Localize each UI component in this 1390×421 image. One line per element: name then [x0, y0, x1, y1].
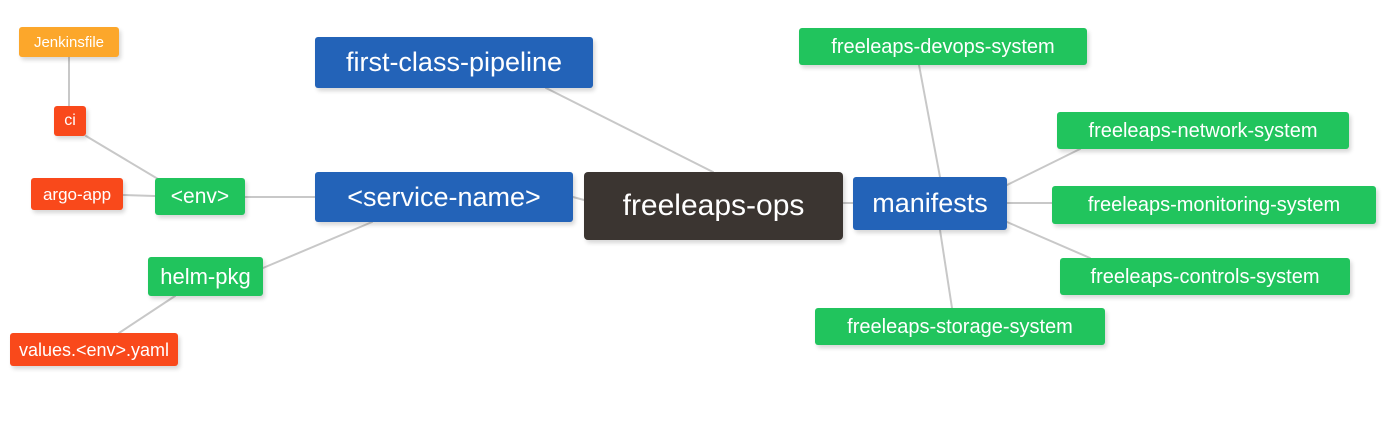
node-freeleaps-network-system[interactable]: freeleaps-network-system [1057, 112, 1349, 149]
node-env[interactable]: <env> [155, 178, 245, 215]
edge-values-env-yaml-to-helm-pkg [118, 295, 176, 334]
node-freeleaps-devops-system[interactable]: freeleaps-devops-system [799, 28, 1087, 65]
edge-manifests-to-freeleaps-controls-system [1006, 221, 1091, 259]
node-helm-pkg[interactable]: helm-pkg [148, 257, 263, 296]
node-freeleaps-controls-system[interactable]: freeleaps-controls-system [1060, 258, 1350, 295]
node-freeleaps-monitoring-system[interactable]: freeleaps-monitoring-system [1052, 186, 1376, 224]
edge-argo-app-to-env [122, 194, 156, 197]
node-values-env-yaml[interactable]: values.<env>.yaml [10, 333, 178, 366]
node-argo-app[interactable]: argo-app [31, 178, 123, 210]
node-first-class-pipeline[interactable]: first-class-pipeline [315, 37, 593, 88]
edge-manifests-to-freeleaps-devops-system [918, 64, 941, 178]
edge-helm-pkg-to-service-name [262, 221, 373, 269]
edge-ci-to-env [85, 135, 159, 180]
edge-manifests-to-freeleaps-network-system [1006, 148, 1081, 186]
edge-service-name-to-freeleaps-ops [572, 196, 585, 201]
edge-first-class-pipeline-to-freeleaps-ops [545, 87, 714, 173]
edge-manifests-to-freeleaps-storage-system [939, 229, 953, 309]
node-freeleaps-ops[interactable]: freeleaps-ops [584, 172, 843, 240]
node-ci[interactable]: ci [54, 106, 86, 136]
node-manifests[interactable]: manifests [853, 177, 1007, 230]
node-freeleaps-storage-system[interactable]: freeleaps-storage-system [815, 308, 1105, 345]
node-jenkinsfile[interactable]: Jenkinsfile [19, 27, 119, 57]
node-service-name[interactable]: <service-name> [315, 172, 573, 222]
